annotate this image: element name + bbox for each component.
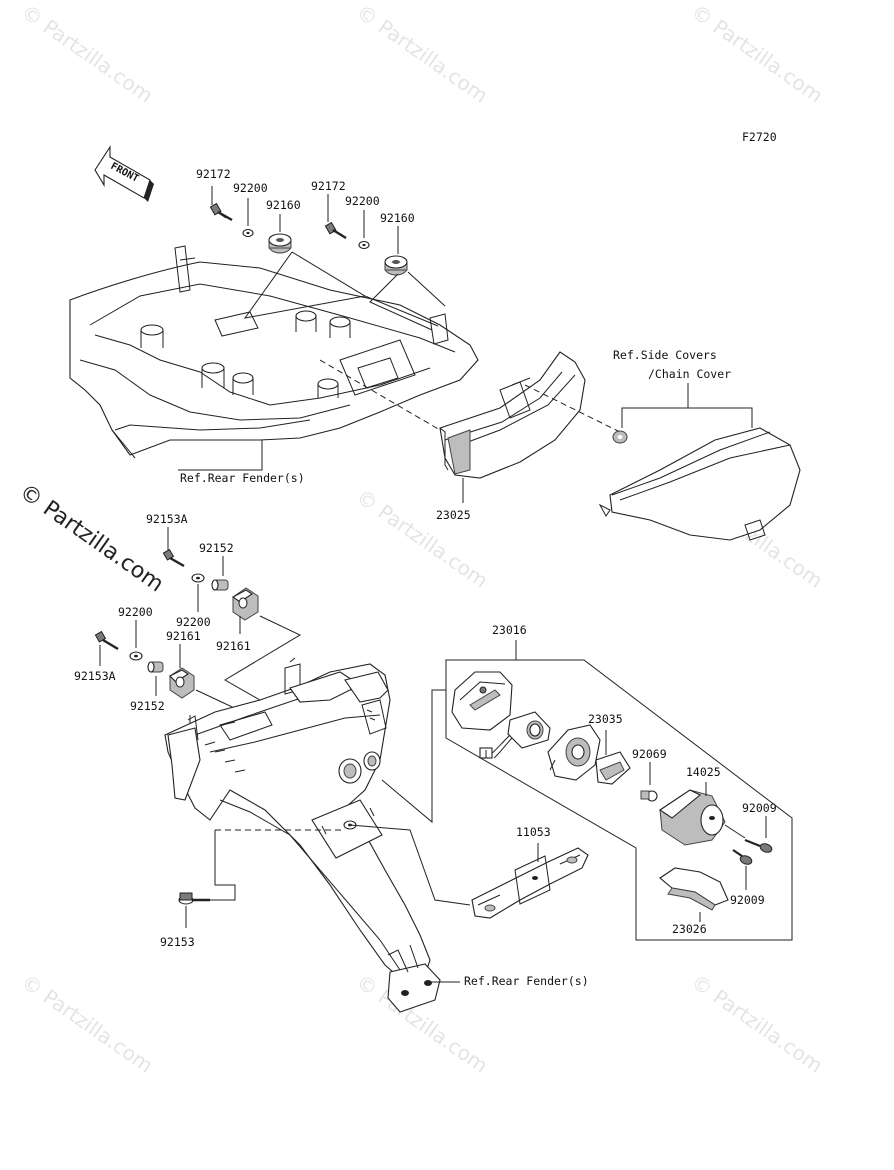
watermark: © Partzilla.com <box>17 0 157 108</box>
watermark: © Partzilla.com <box>687 0 827 108</box>
rear-subframe <box>69 245 479 459</box>
screw-92009-a <box>724 816 773 853</box>
bolt-92172-right <box>324 194 347 240</box>
label-14025: 14025 <box>686 765 721 779</box>
dashed-link <box>319 359 441 431</box>
lamp-base-23016 <box>451 671 513 731</box>
label-92160: 92160 <box>380 211 415 225</box>
screw-92153A-top <box>162 527 185 568</box>
collar-92152-top <box>211 556 229 591</box>
label-92153: 92153 <box>160 935 195 949</box>
label-92200: 92200 <box>118 605 153 619</box>
washer-92200-top <box>191 573 205 612</box>
watermark: © Partzilla.com <box>352 0 492 108</box>
leader-23016-assembly <box>381 689 446 824</box>
grommet-92160-left <box>268 214 292 254</box>
label-92200: 92200 <box>176 615 211 629</box>
label-23035: 23035 <box>588 712 623 726</box>
label-92172: 92172 <box>311 179 346 193</box>
side-watermark: © Partzilla.com <box>15 479 168 597</box>
ref-rear-fender-top: Ref.Rear Fender(s) <box>180 471 305 485</box>
label-92161: 92161 <box>166 629 201 643</box>
leader-92160-right <box>369 271 446 331</box>
washer-92200-left <box>242 198 254 238</box>
lens-14025 <box>659 782 726 846</box>
grommet-92161-bot <box>169 644 195 699</box>
dashed-link <box>524 384 621 433</box>
label-92153A: 92153A <box>74 669 116 683</box>
watermark: © Partzilla.com <box>17 969 157 1077</box>
label-92152: 92152 <box>199 541 234 555</box>
license-bracket-11053 <box>471 847 589 919</box>
leader-license-bracket <box>349 824 471 906</box>
bolt-92172-left <box>209 186 233 222</box>
grommet-92161-top <box>231 587 259 634</box>
leader-92160-left <box>243 251 439 327</box>
watermarks: © Partzilla.com © Partzilla.com © Partzi… <box>15 0 828 1078</box>
label-11053: 11053 <box>516 825 551 839</box>
collar-92152-bot <box>147 661 164 696</box>
cover-23026 <box>659 867 729 922</box>
label-92152: 92152 <box>130 699 165 713</box>
label-92200: 92200 <box>345 194 380 208</box>
assembly-outline-23016 <box>445 640 793 941</box>
holder-23035 <box>595 730 631 785</box>
grommet-side-cover <box>612 430 628 444</box>
washer-92200-right <box>358 210 370 250</box>
bulb-92069 <box>640 762 658 802</box>
label-92200: 92200 <box>233 181 268 195</box>
leader-92153 <box>200 830 236 901</box>
lens-housing <box>547 724 601 781</box>
watermark: © Partzilla.com <box>687 969 827 1077</box>
ref-side-covers-1: Ref.Side Covers <box>613 348 717 362</box>
label-23025: 23025 <box>436 508 471 522</box>
rear-fender <box>164 657 441 1013</box>
label-92160: 92160 <box>266 198 301 212</box>
side-cover <box>598 427 801 541</box>
tail-light-23025 <box>439 351 586 479</box>
screw-92009-b <box>732 849 753 890</box>
ref-side-covers-2: /Chain Cover <box>648 367 731 381</box>
label-92069: 92069 <box>632 747 667 761</box>
label-92172: 92172 <box>196 167 231 181</box>
socket-wire <box>479 711 551 759</box>
label-92161: 92161 <box>216 639 251 653</box>
watermark: © Partzilla.com <box>352 484 492 592</box>
label-92153A: 92153A <box>146 512 188 526</box>
label-92009: 92009 <box>730 893 765 907</box>
label-23016: 23016 <box>492 623 527 637</box>
leader-ref-side-covers <box>621 383 753 428</box>
front-arrow-icon: FRONT <box>94 145 154 202</box>
label-92009: 92009 <box>742 801 777 815</box>
leader-ref-rear-fender <box>178 440 263 471</box>
bolt-92153 <box>178 892 210 928</box>
washer-92200-bot <box>129 620 143 661</box>
screw-92153A-bot <box>94 630 119 666</box>
grommet-92160-right <box>384 226 408 276</box>
leader-92161-top <box>224 615 302 701</box>
label-23026: 23026 <box>672 922 707 936</box>
ref-rear-fender-bot: Ref.Rear Fender(s) <box>464 974 589 988</box>
figure-code: F2720 <box>742 130 777 144</box>
